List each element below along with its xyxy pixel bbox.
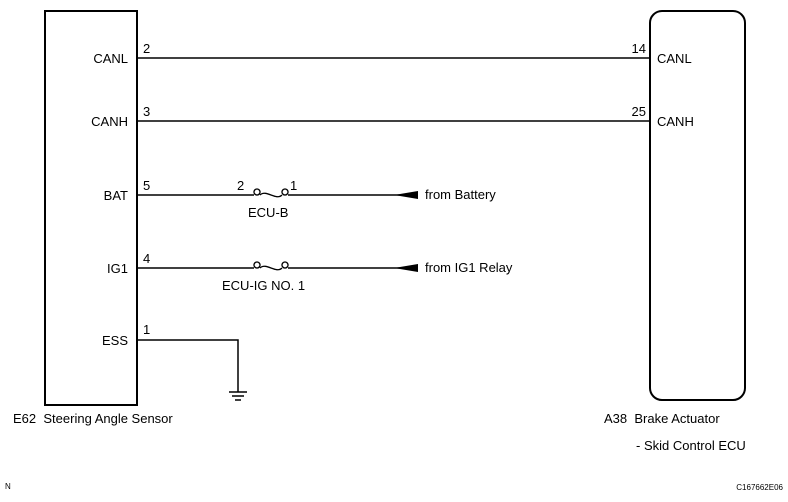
fuse-name-ecu-b: ECU-B — [248, 205, 289, 220]
pin-number-ess: 1 — [143, 322, 151, 337]
right-component-caption-line2: - Skid Control ECU — [636, 438, 746, 453]
fuse-pin-right: 1 — [290, 178, 298, 193]
bat-circuit — [137, 188, 418, 199]
pin-number-ig1: 4 — [143, 251, 151, 266]
pin-label-ig1: IG1 — [107, 261, 128, 276]
source-battery: from Battery — [425, 187, 496, 202]
right-component-name: Brake Actuator — [634, 411, 720, 426]
arrow-icon — [394, 264, 418, 272]
pin-label-canl-right: CANL — [657, 51, 692, 66]
pin-label-canh-right: CANH — [657, 114, 694, 129]
figure-id: C167662E06 — [736, 483, 783, 492]
pin-label-canh-left: CANH — [91, 114, 128, 129]
pin-number-bat: 5 — [143, 178, 151, 193]
pin-number-canl-right: 14 — [631, 41, 646, 56]
pin-number-canh-left: 3 — [143, 104, 151, 119]
ig1-circuit — [137, 261, 418, 272]
ess-ground-circuit — [137, 339, 247, 401]
steering-angle-sensor-box — [44, 10, 138, 406]
ground-icon — [229, 391, 247, 401]
ecu-ig-fuse-icon — [253, 261, 289, 271]
pin-label-bat: BAT — [103, 188, 128, 203]
pin-label-ess: ESS — [101, 333, 128, 348]
left-component-code: E62 — [13, 411, 37, 426]
right-component-caption: A38 Brake Actuator — [604, 412, 720, 425]
ecu-b-fuse-icon — [253, 188, 289, 198]
fuse-name-ecu-ig: ECU-IG NO. 1 — [222, 278, 306, 293]
brake-actuator-box — [649, 10, 746, 401]
source-ig1-relay: from IG1 Relay — [425, 260, 513, 275]
left-component-name: Steering Angle Sensor — [43, 411, 173, 426]
left-component-caption: E62 Steering Angle Sensor — [13, 412, 173, 425]
arrow-icon — [394, 191, 418, 199]
pin-label-canl-left: CANL — [93, 51, 128, 66]
footer-left-mark: N — [5, 482, 11, 491]
pin-number-canl-left: 2 — [143, 41, 151, 56]
pin-number-canh-right: 25 — [631, 104, 646, 119]
fuse-pin-left: 2 — [237, 178, 245, 193]
right-component-code: A38 — [604, 411, 628, 426]
